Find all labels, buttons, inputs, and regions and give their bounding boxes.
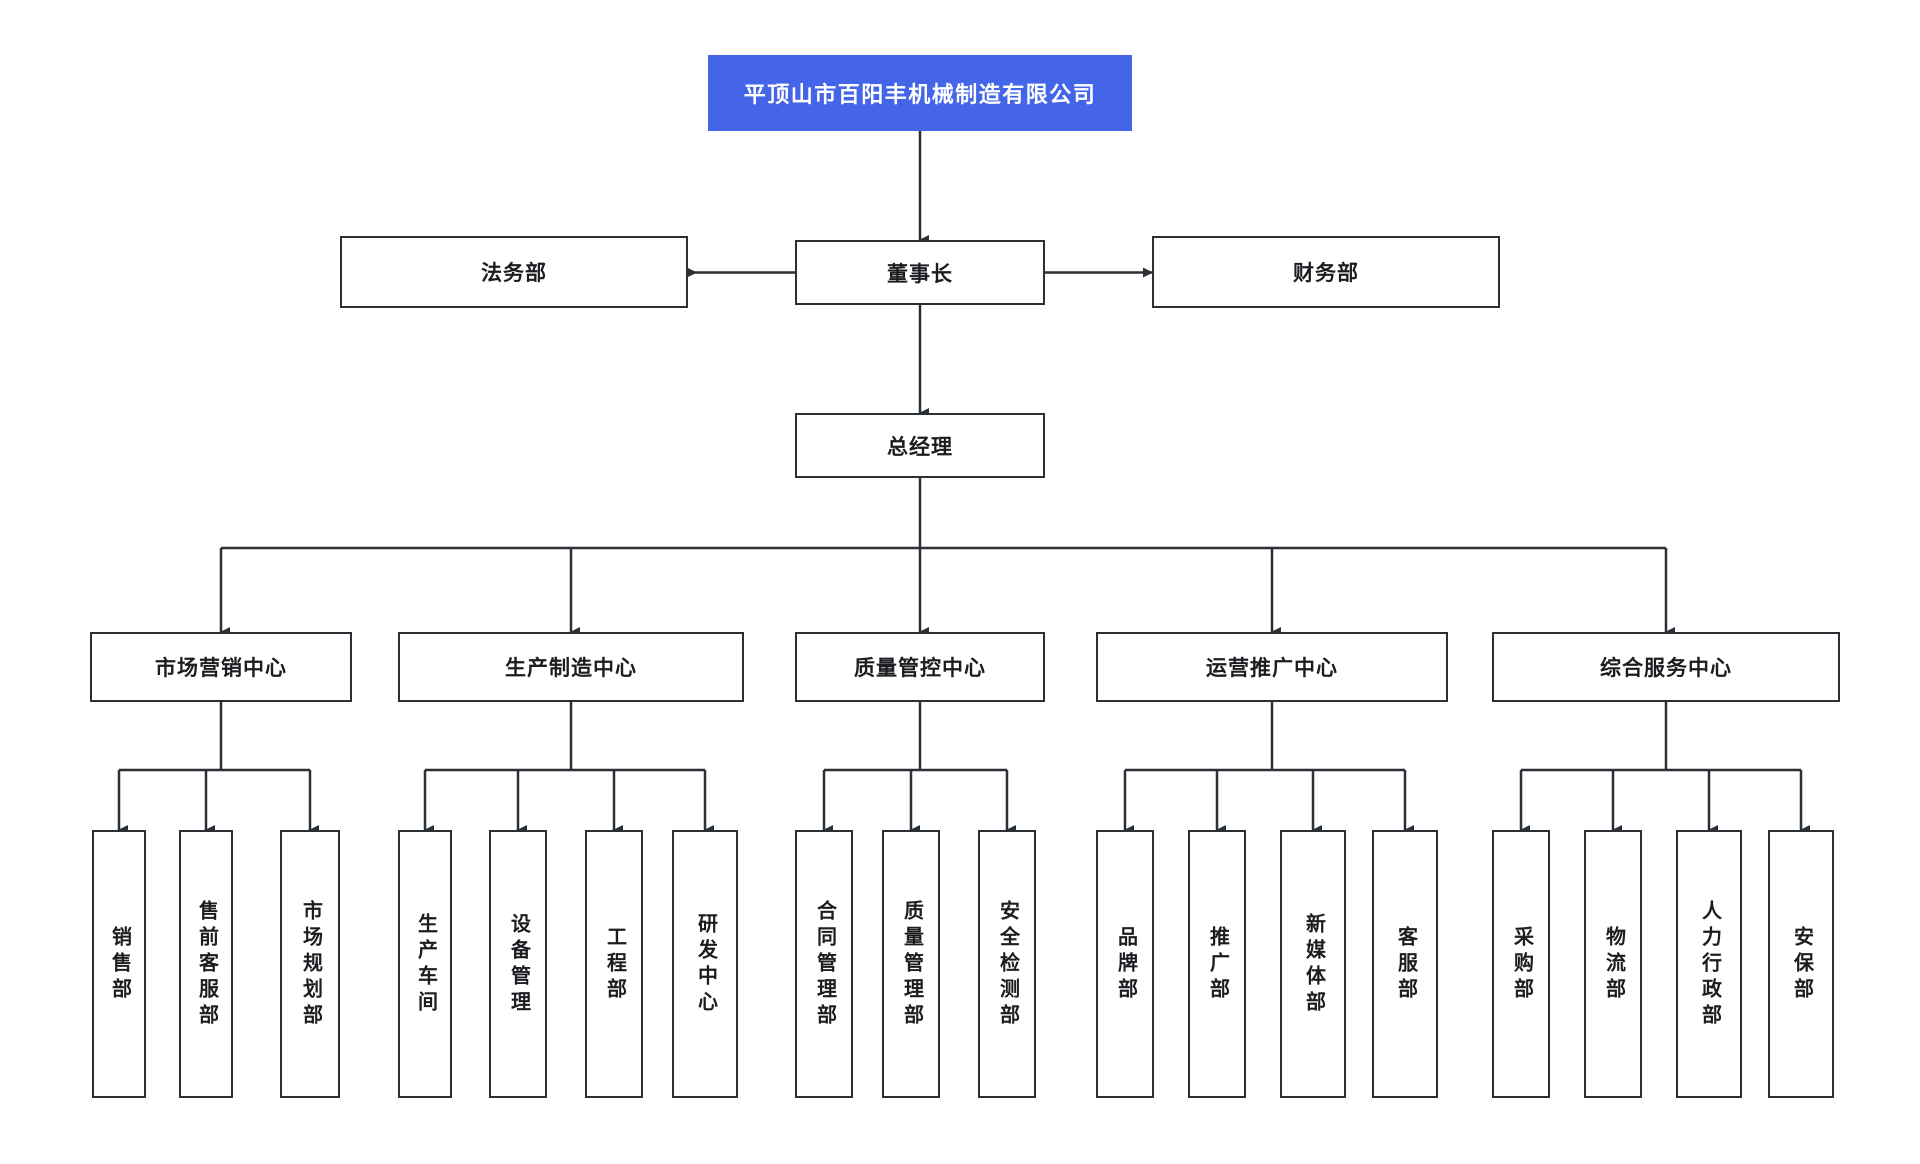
department-node-1-1-label: 销售部 xyxy=(108,926,131,1004)
department-node-3-3-label: 安全检测部 xyxy=(996,900,1019,1030)
center-node-5-label: 综合服务中心 xyxy=(1600,657,1732,680)
department-node-4-1-label: 品牌部 xyxy=(1114,926,1137,1004)
department-node-4-1[interactable]: 品牌部 xyxy=(1096,830,1154,1098)
department-node-2-3[interactable]: 工程部 xyxy=(585,830,643,1098)
finance-department-node-label: 财务部 xyxy=(1293,262,1359,285)
department-node-5-3[interactable]: 人力行政部 xyxy=(1676,830,1742,1098)
department-node-4-4[interactable]: 客服部 xyxy=(1372,830,1438,1098)
general-manager-node-label: 总经理 xyxy=(887,435,953,459)
finance-department-node[interactable]: 财务部 xyxy=(1152,236,1500,308)
chairman-node-label: 董事长 xyxy=(887,262,953,286)
center-node-5[interactable]: 综合服务中心 xyxy=(1492,632,1840,702)
department-node-2-4[interactable]: 研发中心 xyxy=(672,830,738,1098)
company-root-node-label: 平顶山市百阳丰机械制造有限公司 xyxy=(743,82,1097,107)
department-node-4-2-label: 推广部 xyxy=(1206,926,1229,1004)
department-node-3-3[interactable]: 安全检测部 xyxy=(978,830,1036,1098)
department-node-2-1[interactable]: 生产车间 xyxy=(398,830,452,1098)
legal-department-node-label: 法务部 xyxy=(481,262,547,285)
chairman-node[interactable]: 董事长 xyxy=(795,240,1045,305)
department-node-1-1[interactable]: 销售部 xyxy=(92,830,146,1098)
center-node-2[interactable]: 生产制造中心 xyxy=(398,632,744,702)
department-node-2-2[interactable]: 设备管理 xyxy=(489,830,547,1098)
department-node-5-1[interactable]: 采购部 xyxy=(1492,830,1550,1098)
center-node-1[interactable]: 市场营销中心 xyxy=(90,632,352,702)
center-node-1-label: 市场营销中心 xyxy=(155,657,287,680)
department-node-5-3-label: 人力行政部 xyxy=(1698,900,1721,1030)
legal-department-node[interactable]: 法务部 xyxy=(340,236,688,308)
department-node-3-1-label: 合同管理部 xyxy=(813,900,836,1030)
department-node-4-3[interactable]: 新媒体部 xyxy=(1280,830,1346,1098)
department-node-1-3-label: 市场规划部 xyxy=(299,900,322,1030)
department-node-3-2[interactable]: 质量管理部 xyxy=(882,830,940,1098)
general-manager-node[interactable]: 总经理 xyxy=(795,413,1045,478)
department-node-2-4-label: 研发中心 xyxy=(694,913,717,1017)
department-node-1-2[interactable]: 售前客服部 xyxy=(179,830,233,1098)
department-node-2-1-label: 生产车间 xyxy=(414,913,437,1017)
department-node-1-2-label: 售前客服部 xyxy=(195,900,218,1030)
company-root-node[interactable]: 平顶山市百阳丰机械制造有限公司 xyxy=(708,55,1132,131)
center-node-3-label: 质量管控中心 xyxy=(854,657,986,680)
department-node-5-2-label: 物流部 xyxy=(1602,926,1625,1004)
center-node-3[interactable]: 质量管控中心 xyxy=(795,632,1045,702)
department-node-3-1[interactable]: 合同管理部 xyxy=(795,830,853,1098)
department-node-1-3[interactable]: 市场规划部 xyxy=(280,830,340,1098)
center-node-4[interactable]: 运营推广中心 xyxy=(1096,632,1448,702)
department-node-2-3-label: 工程部 xyxy=(603,926,626,1004)
department-node-4-3-label: 新媒体部 xyxy=(1302,913,1325,1017)
center-node-2-label: 生产制造中心 xyxy=(505,657,637,680)
department-node-3-2-label: 质量管理部 xyxy=(900,900,923,1030)
department-node-5-1-label: 采购部 xyxy=(1510,926,1533,1004)
department-node-2-2-label: 设备管理 xyxy=(507,913,530,1017)
department-node-5-2[interactable]: 物流部 xyxy=(1584,830,1642,1098)
department-node-5-4-label: 安保部 xyxy=(1790,926,1813,1004)
department-node-4-2[interactable]: 推广部 xyxy=(1188,830,1246,1098)
department-node-4-4-label: 客服部 xyxy=(1394,926,1417,1004)
center-node-4-label: 运营推广中心 xyxy=(1206,657,1338,680)
department-node-5-4[interactable]: 安保部 xyxy=(1768,830,1834,1098)
